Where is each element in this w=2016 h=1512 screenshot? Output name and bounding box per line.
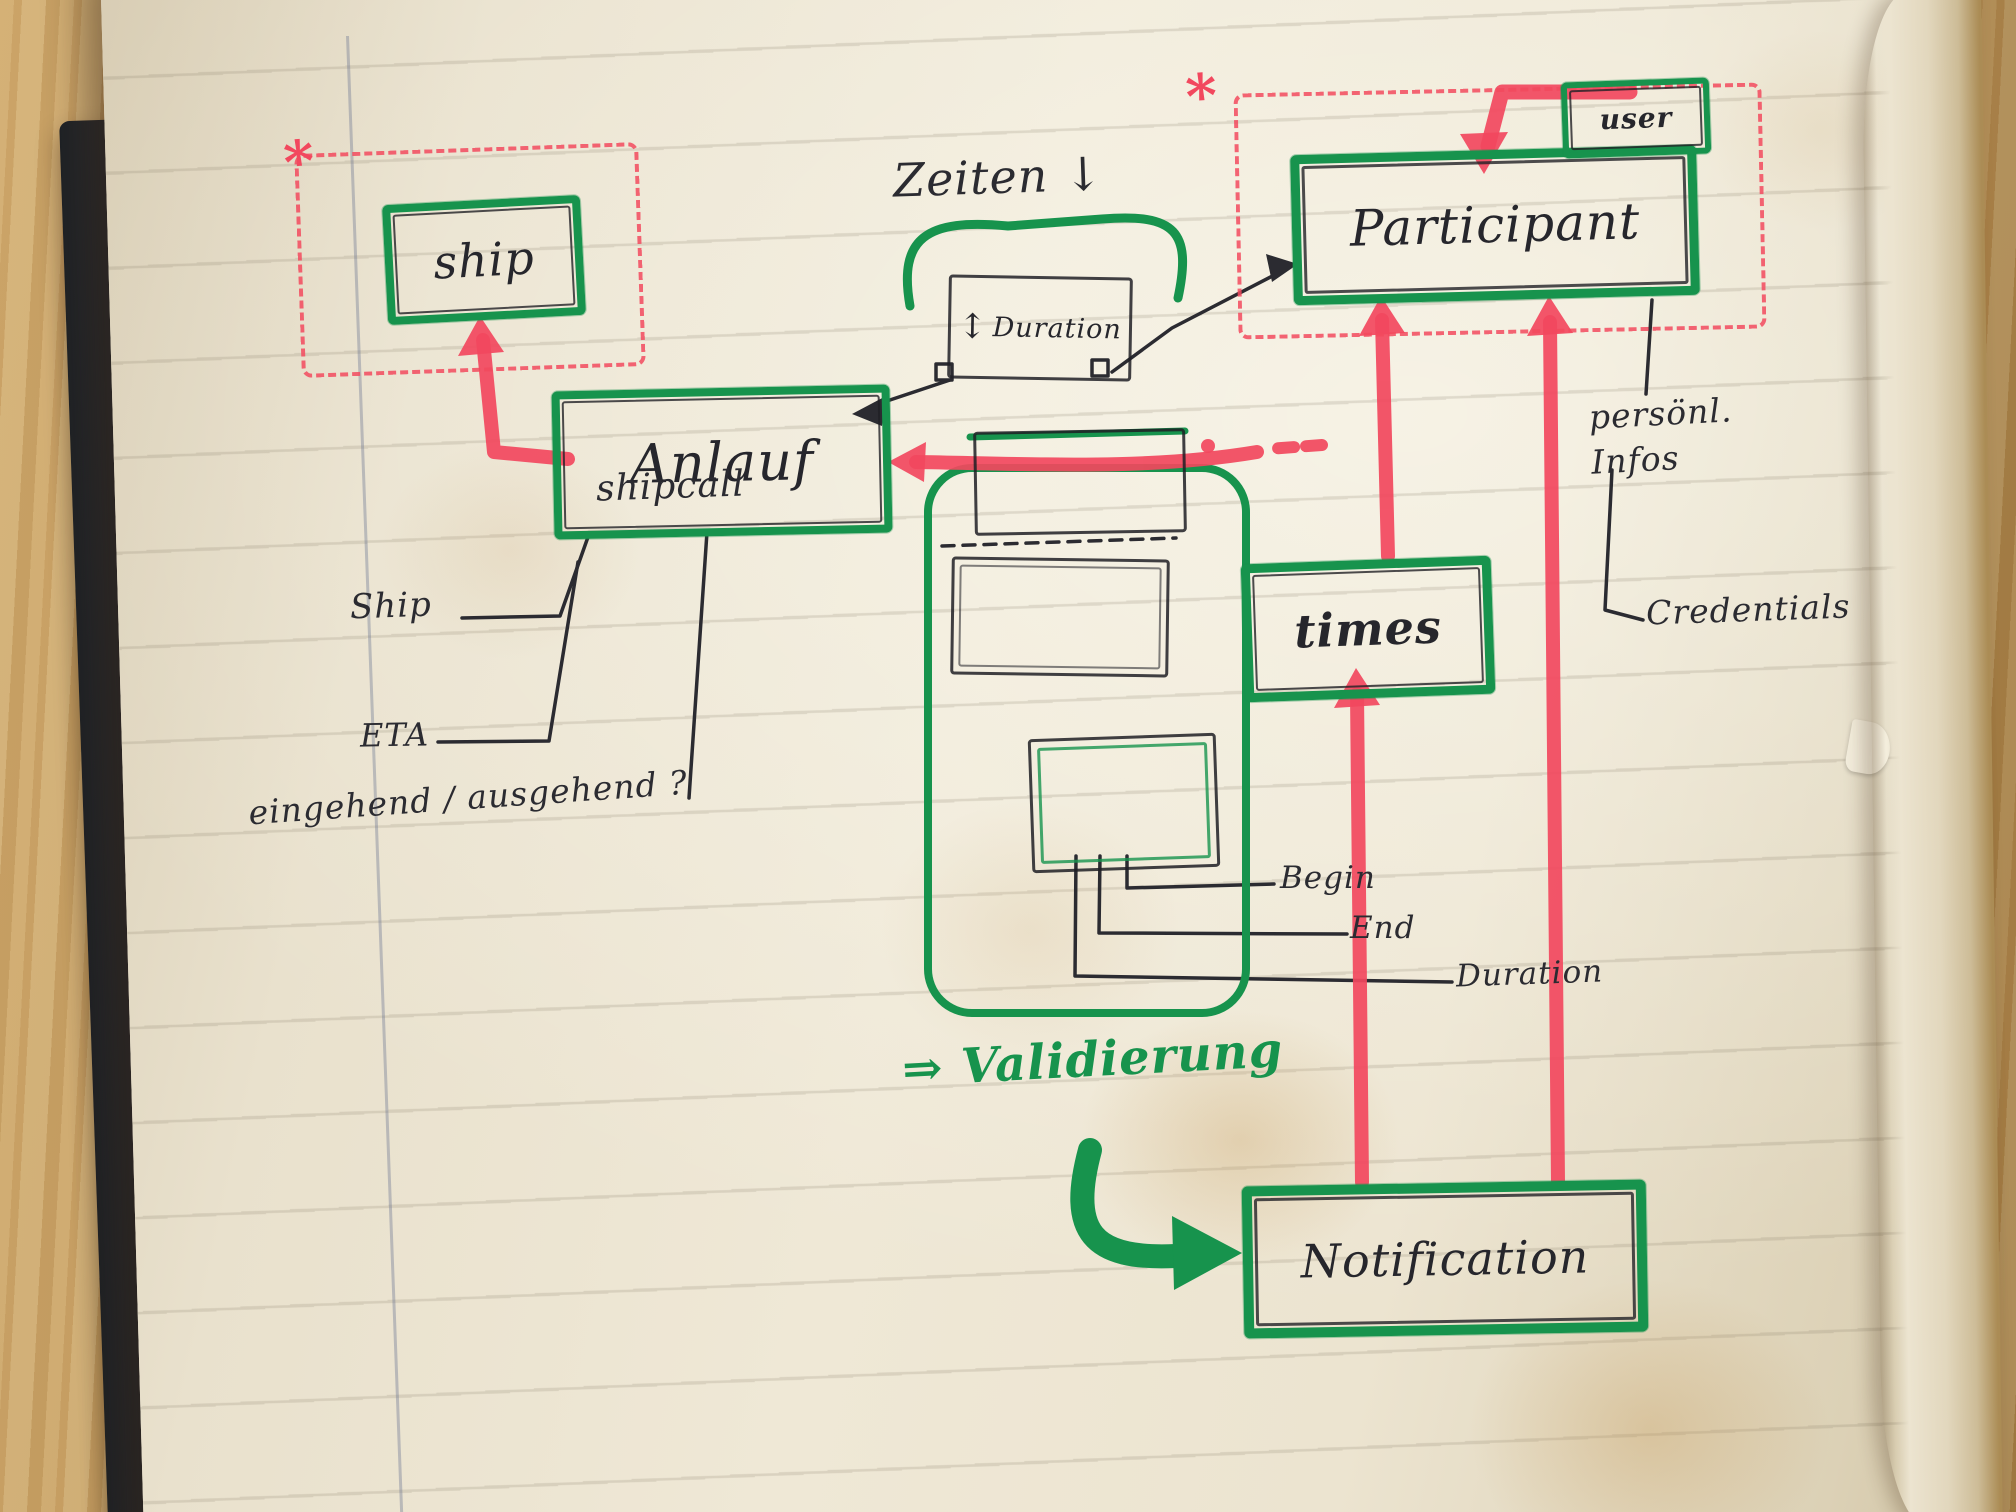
arrowhead-to-participant-black (1266, 254, 1298, 282)
duration-node-box: ↕ Duration (947, 274, 1133, 382)
zeiten-note: Zeiten ↓ (892, 146, 1105, 208)
user-entity-box: user (1560, 77, 1712, 159)
anlauf-sublabel: shipcall (595, 463, 746, 510)
arrowhead-anlauf-right (888, 442, 926, 482)
connector-foot-left (934, 362, 954, 382)
anlauf-entity-box: Anlauf (551, 384, 893, 540)
arrow-notification-to-participant (1543, 315, 1565, 1189)
arrow-notification-to-times (1350, 687, 1369, 1189)
dashed-separator (940, 536, 1178, 548)
paper-stain (380, 440, 640, 660)
arrowhead-times (1334, 668, 1380, 708)
asterisk-participant: * (1183, 60, 1220, 134)
notification-inner-frame: Notification (1253, 1191, 1637, 1327)
connector-foot-right (1090, 358, 1110, 378)
persoenl-infos-label: persönl. Infos (1587, 390, 1734, 482)
connector-credentials (1603, 468, 1645, 622)
arrow-box1-to-anlauf (909, 445, 1264, 472)
ship-inner-frame: ship (392, 205, 576, 315)
credentials-label: Credentials (1645, 586, 1852, 633)
sketch-box-3-inner (1037, 742, 1211, 864)
green-bracket-over-duration (902, 213, 1188, 311)
sketch-box-1 (973, 428, 1187, 536)
eta-attribute-label: ETA (359, 715, 430, 755)
participant-entity-box: Participant (1290, 144, 1700, 306)
red-dashed-segment (1262, 439, 1328, 455)
begin-label: Begin (1280, 860, 1376, 896)
sketch-box-2-inner (958, 564, 1162, 670)
duration-attribute-label: Duration (1455, 953, 1604, 995)
updown-arrow-icon: ↕ (957, 306, 988, 348)
red-dot (1201, 439, 1215, 453)
connector-persoenl-infos (1644, 298, 1654, 396)
ship-label: ship (431, 230, 537, 290)
connector-begin (1125, 854, 1276, 890)
hook-arrowhead (1172, 1216, 1242, 1290)
asterisk-ship: * (281, 126, 318, 198)
duration-node-label: Duration (992, 311, 1123, 345)
notification-entity-box: Notification (1241, 1179, 1649, 1339)
user-inner-frame: user (1568, 85, 1704, 151)
connector-eingehend (687, 530, 709, 800)
connector-ship-attr (460, 535, 590, 620)
ship-entity-box: ship (381, 194, 587, 326)
end-label: End (1350, 910, 1416, 946)
arrow-user-to-participant (1480, 84, 1638, 154)
coffee-stain (1080, 1010, 1400, 1270)
arrowhead-participant-top (1460, 132, 1508, 174)
connector-duration-to-participant (1110, 268, 1286, 374)
notification-label: Notification (1300, 1229, 1590, 1289)
coffee-stain (1470, 1280, 1830, 1512)
arrowhead-ship (458, 316, 504, 356)
connector-end (1097, 854, 1349, 936)
arrowhead-participant-right (1527, 296, 1573, 336)
sketch-box-2 (950, 556, 1170, 678)
user-label: user (1599, 100, 1673, 136)
arrowhead-to-anlauf-black (852, 396, 886, 426)
times-label: times (1293, 599, 1443, 659)
arrowhead-participant-left (1359, 296, 1405, 336)
green-mark-box1 (966, 427, 1189, 441)
participant-label: Participant (1349, 192, 1641, 258)
participant-inner-frame: Participant (1301, 155, 1689, 295)
connector-duration-label (1073, 854, 1454, 984)
times-inner-frame: times (1252, 567, 1484, 691)
times-entity-box: times (1240, 555, 1496, 703)
arrow-times-to-participant (1375, 313, 1395, 563)
connector-eta (436, 560, 580, 744)
hook-arrow-to-notification (1070, 1138, 1188, 1269)
sketch-box-3 (1027, 732, 1221, 874)
arrow-anlauf-to-ship (476, 333, 575, 466)
ship-attribute-label: Ship (349, 584, 433, 628)
